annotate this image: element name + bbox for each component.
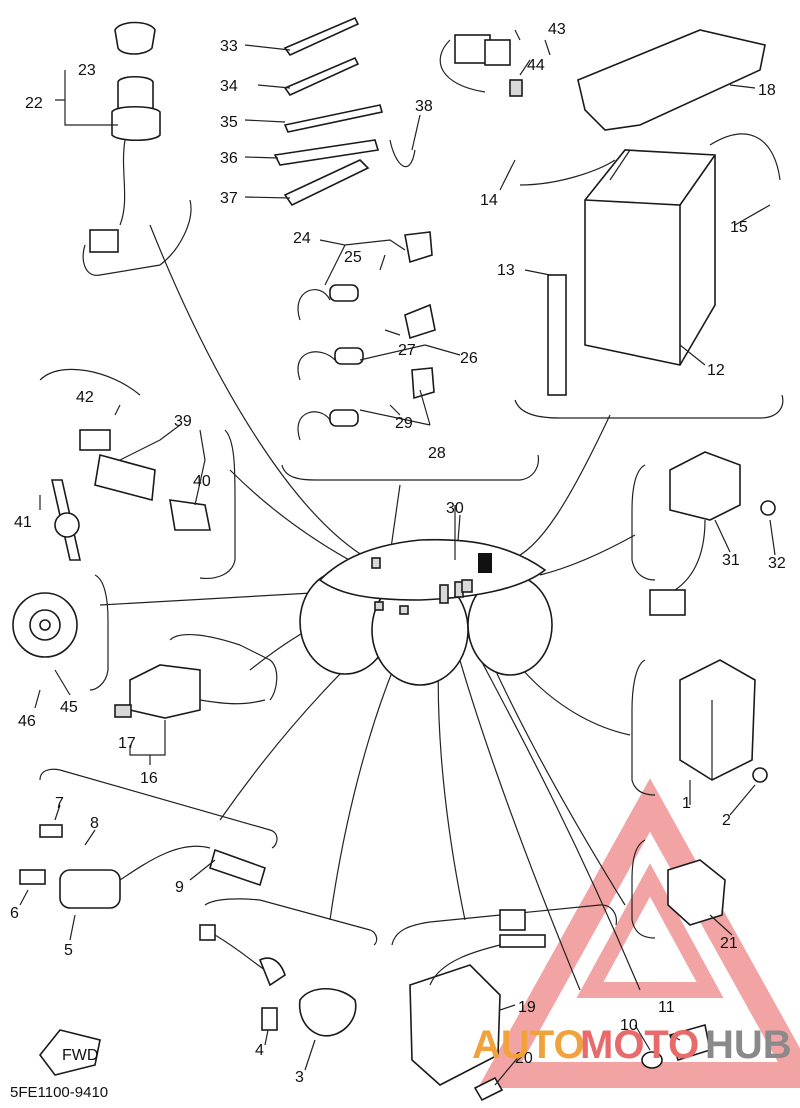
- callout-35: 35: [220, 114, 238, 131]
- part-spark-plug-caps: [297, 231, 436, 441]
- callout-31: 31: [722, 552, 740, 569]
- watermark-text: AUTO MOTO HUB: [472, 1023, 792, 1067]
- watermark-text-a: AUTO: [472, 1023, 585, 1067]
- part-relay-43: [439, 34, 523, 97]
- part-battery-cover: [577, 29, 766, 131]
- watermark-logo: [477, 778, 800, 1088]
- callout-39: 39: [174, 413, 192, 430]
- callout-labels: 1 2 3 4 5 6 7 8 9 10 11 12 13 14 15 16 1…: [10, 21, 786, 1086]
- callout-26: 26: [460, 350, 478, 367]
- callout-12: 12: [707, 362, 725, 379]
- callout-46: 46: [18, 713, 36, 730]
- callout-19: 19: [518, 999, 536, 1016]
- callout-40: 40: [193, 473, 211, 490]
- callout-15: 15: [730, 219, 748, 236]
- callout-7: 7: [55, 795, 64, 812]
- callout-17: 17: [118, 735, 136, 752]
- callout-22: 22: [25, 95, 43, 112]
- callout-23: 23: [78, 62, 96, 79]
- callout-45: 45: [60, 699, 78, 716]
- callout-37: 37: [220, 190, 238, 207]
- callout-29: 29: [395, 415, 413, 432]
- watermark-text-b: MOTO: [580, 1023, 699, 1067]
- callout-ticks: [19, 29, 776, 1086]
- callout-2: 2: [722, 812, 731, 829]
- callout-42: 42: [76, 389, 94, 406]
- part-main-switch: [89, 21, 161, 253]
- part-pickup-coil: [199, 924, 357, 1037]
- callout-34: 34: [220, 78, 238, 95]
- callout-32: 32: [768, 555, 786, 572]
- vehicle-outline: [299, 538, 553, 686]
- callout-4: 4: [255, 1042, 264, 1059]
- callout-44: 44: [527, 57, 545, 74]
- callout-6: 6: [10, 905, 19, 922]
- callout-24: 24: [293, 230, 311, 247]
- callout-10: 10: [620, 1017, 638, 1034]
- part-relay-21: [667, 859, 726, 926]
- part-cdi-unit: [679, 659, 768, 783]
- group-brackets: [39, 199, 784, 946]
- callout-25: 25: [344, 249, 362, 266]
- callout-18: 18: [758, 82, 776, 99]
- callout-20: 20: [515, 1050, 533, 1067]
- callout-38: 38: [415, 98, 433, 115]
- callout-33: 33: [220, 38, 238, 55]
- callout-8: 8: [90, 815, 99, 832]
- callout-43: 43: [548, 21, 566, 38]
- part-cable-ties: [273, 16, 416, 207]
- callout-30: 30: [446, 500, 464, 517]
- fwd-label: FWD: [62, 1047, 98, 1064]
- part-horn: [12, 592, 78, 658]
- part-battery: [519, 133, 781, 396]
- part-starter-relay: [39, 368, 211, 561]
- part-flasher-relay: [649, 451, 776, 616]
- part-ignition-coil: [19, 824, 266, 909]
- callout-9: 9: [175, 879, 184, 896]
- callout-21: 21: [720, 935, 738, 952]
- callout-3: 3: [295, 1069, 304, 1086]
- callout-13: 13: [497, 262, 515, 279]
- callout-27: 27: [398, 342, 416, 359]
- callout-1: 1: [682, 795, 691, 812]
- callout-16: 16: [140, 770, 158, 787]
- document-code: 5FE1100-9410: [10, 1084, 108, 1101]
- callout-28: 28: [428, 445, 446, 462]
- part-fuse-box: [114, 664, 266, 719]
- fwd-arrow: FWD: [38, 1029, 101, 1076]
- part-rectifier-regulator: [409, 909, 546, 1102]
- callout-11: 11: [658, 999, 675, 1016]
- watermark-text-c: HUB: [705, 1023, 792, 1067]
- callout-14: 14: [480, 192, 498, 209]
- callout-36: 36: [220, 150, 238, 167]
- callout-5: 5: [64, 942, 73, 959]
- callout-41: 41: [14, 514, 32, 531]
- part-thermo-switch: [641, 1023, 711, 1069]
